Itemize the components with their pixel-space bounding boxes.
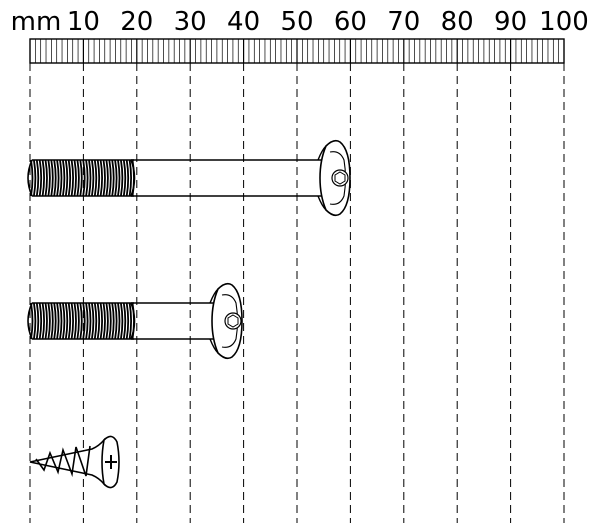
thread-ridge [99, 302, 103, 340]
thread-ridge [70, 159, 74, 197]
ruler-label-60: 60 [334, 7, 367, 37]
thread-ridge [108, 159, 112, 197]
thread-ridge [59, 159, 63, 197]
thread-ridge [47, 302, 51, 340]
thread-ridge [122, 159, 127, 197]
thread-ridge [85, 159, 89, 197]
thread-ridge [79, 159, 83, 197]
wood-screw [29, 435, 120, 489]
long-bolt [27, 139, 351, 217]
ruler-label-80: 80 [441, 7, 474, 37]
long-bolt-hex-icon [334, 171, 346, 185]
thread-ridge [125, 159, 130, 197]
ruler-label-10: 10 [67, 7, 100, 37]
thread-ridge [30, 302, 34, 340]
thread-ridge [38, 302, 43, 340]
thread-ridge [41, 159, 45, 197]
thread-ridge [96, 159, 101, 197]
thread-ridge [62, 159, 66, 197]
thread-ridge [33, 302, 37, 340]
thread-ridge [59, 302, 63, 340]
ruler-label-50: 50 [280, 7, 313, 37]
thread-ridge [91, 302, 95, 340]
thread-ridge [128, 159, 132, 197]
thread-ridge [67, 302, 72, 340]
thread-ridge [44, 302, 48, 340]
thread-ridge [35, 159, 40, 197]
thread-ridge [56, 159, 60, 197]
thread-ridge [108, 302, 112, 340]
thread-ridge [33, 159, 37, 197]
thread-ridge [114, 302, 118, 340]
thread-ridge [85, 302, 89, 340]
thread-ridge [47, 159, 51, 197]
thread-ridge [117, 302, 121, 340]
ruler-label-20: 20 [120, 7, 153, 37]
long-bolt-threads [27, 159, 135, 197]
thread-ridge [73, 302, 77, 340]
thread-ridge [88, 159, 92, 197]
short-bolt-shank [130, 302, 214, 340]
ruler-labels: mm 10 20 30 40 50 60 70 80 90 100 [11, 7, 589, 37]
thread-ridge [93, 159, 98, 197]
thread-ridge [128, 302, 132, 340]
thread-ridge [64, 302, 69, 340]
thread-ridge [91, 159, 95, 197]
gridlines [29, 63, 565, 523]
ruler-label-40: 40 [227, 7, 260, 37]
thread-ridge [122, 302, 127, 340]
ruler-bar [29, 38, 565, 64]
short-bolt [27, 282, 243, 360]
thread-ridge [111, 302, 115, 340]
thread-ridge [125, 302, 130, 340]
thread-ridge [41, 302, 45, 340]
thread-ridge [105, 302, 109, 340]
thread-ridge [88, 302, 92, 340]
thread-ridge [79, 302, 83, 340]
thread-ridge [76, 302, 80, 340]
thread-ridge [53, 159, 57, 197]
thread-ridge [73, 159, 77, 197]
thread-ridge [82, 302, 86, 340]
wood-screw-thread [35, 445, 91, 478]
ruler-label-30: 30 [174, 7, 207, 37]
thread-ridge [105, 159, 109, 197]
thread-ridge [82, 159, 86, 197]
long-bolt-shank [130, 159, 322, 197]
thread-ridge [99, 159, 103, 197]
thread-ridge [44, 159, 48, 197]
thread-ridge [67, 159, 72, 197]
thread-ridge [102, 302, 106, 340]
thread-ridge [50, 159, 54, 197]
thread-ridge [76, 159, 80, 197]
thread-ridge [111, 159, 115, 197]
thread-ridge [64, 159, 69, 197]
ruler-label-100: 100 [539, 7, 589, 37]
thread-ridge [53, 302, 57, 340]
thread-ridge [93, 302, 98, 340]
thread-ridge [117, 159, 121, 197]
thread-ridge [96, 302, 101, 340]
ruler-label-90: 90 [494, 7, 527, 37]
thread-ridge [114, 159, 118, 197]
ruler-label-70: 70 [387, 7, 420, 37]
thread-ridge [30, 159, 34, 197]
thread-ridge [35, 302, 40, 340]
thread-ridge [62, 302, 66, 340]
thread-ridge [56, 302, 60, 340]
unit-label: mm [11, 7, 62, 37]
phillips-cross-icon [105, 455, 117, 469]
short-bolt-threads [27, 302, 135, 340]
thread-ridge [50, 302, 54, 340]
thread-ridge [38, 159, 43, 197]
thread-ridge [70, 302, 74, 340]
short-bolt-hex-icon [227, 314, 239, 328]
thread-ridge [120, 159, 124, 197]
thread-ridge [102, 159, 106, 197]
thread-ridge [120, 302, 124, 340]
